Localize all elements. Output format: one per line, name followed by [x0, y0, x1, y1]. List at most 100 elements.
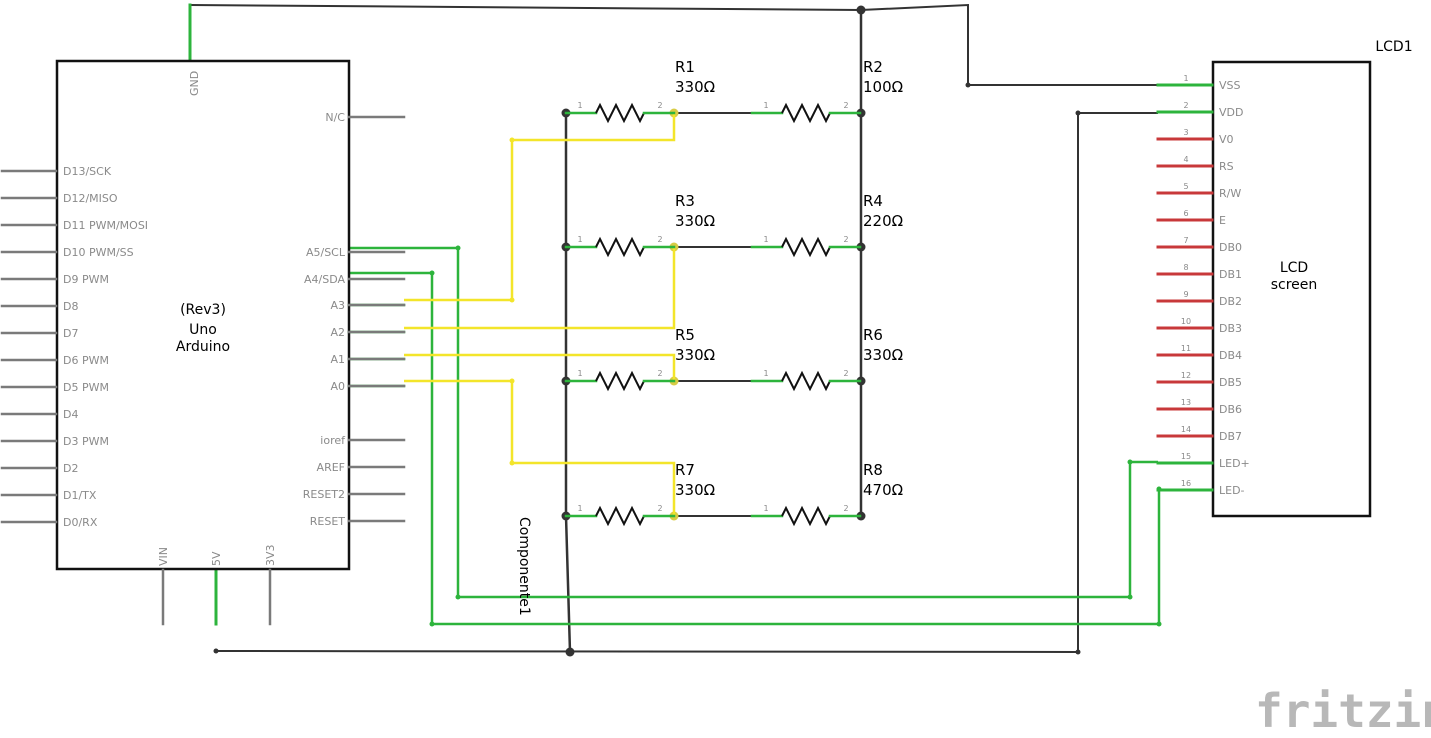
wire-a3 — [404, 113, 676, 302]
resistor-pin-number: 2 — [843, 235, 848, 244]
junction-yellow — [509, 460, 515, 466]
resistor-value-label: 470Ω — [863, 481, 903, 499]
arduino-pin-label: D10 PWM/SS — [63, 246, 134, 259]
resistor-r8 — [750, 505, 862, 527]
wire-left-bus-down — [564, 514, 572, 654]
junction-top — [856, 5, 866, 15]
lcd-pin-number: 15 — [1181, 452, 1191, 461]
arduino-name: Arduino — [176, 339, 230, 355]
arduino-pin-label: A3 — [330, 299, 345, 312]
resistor-pin-number: 2 — [657, 101, 662, 110]
resistor-pin-number: 2 — [657, 369, 662, 378]
lcd-pin-label: DB3 — [1219, 322, 1242, 335]
wire-a2 — [404, 247, 676, 330]
lcd-pin-label: RS — [1219, 160, 1234, 173]
resistor-r6-zigzag — [781, 370, 831, 392]
lcd-pin-number: 9 — [1183, 290, 1188, 299]
resistor-value-label: 330Ω — [675, 346, 715, 364]
resistor-pin-number: 1 — [577, 504, 582, 513]
lcd-name: LCD — [1280, 260, 1308, 276]
resistor-r7-zigzag — [595, 505, 645, 527]
lcd-body — [1211, 60, 1372, 518]
lcd-pin-label: V0 — [1219, 133, 1234, 146]
arduino-pin-label: ioref — [320, 434, 346, 447]
arduino-pin-label: D13/SCK — [63, 165, 112, 178]
lcd-pin-label: VSS — [1219, 79, 1241, 92]
junction-green — [1156, 621, 1162, 627]
resistor-r3 — [564, 236, 676, 258]
lcd-pin-number: 2 — [1183, 101, 1188, 110]
junction-green — [455, 245, 461, 251]
lcd-pin-number: 12 — [1181, 371, 1191, 380]
arduino-pin-label: VIN — [157, 547, 170, 566]
lcd-pin-label: DB1 — [1219, 268, 1242, 281]
lcd-pin-label: DB7 — [1219, 430, 1242, 443]
resistor-value-label: 330Ω — [675, 212, 715, 230]
lcd-pin-number: 14 — [1181, 425, 1191, 434]
junction-vdd-bottom — [1075, 649, 1081, 655]
arduino-pin-label: 3V3 — [264, 544, 277, 566]
resistor-value-label: 330Ω — [675, 78, 715, 96]
resistor-r7 — [564, 505, 676, 527]
resistor-pin-number: 1 — [763, 369, 768, 378]
fritzing-logo: fritzing — [1255, 684, 1431, 738]
junction-green — [1127, 459, 1133, 465]
lcd-name: screen — [1271, 277, 1318, 293]
arduino-pin-label: 5V — [210, 551, 223, 566]
arduino-pin-label: GND — [188, 71, 201, 96]
resistor-pin-number: 1 — [763, 235, 768, 244]
resistor-r8-zigzag — [781, 505, 831, 527]
resistor-pin-number: 2 — [657, 504, 662, 513]
resistor-r6 — [750, 370, 862, 392]
lcd-pin-label: DB2 — [1219, 295, 1242, 308]
arduino-name: Uno — [189, 322, 217, 338]
resistor-ref-label: R8 — [863, 461, 883, 479]
junction-5v — [213, 648, 219, 654]
arduino-pin-label: AREF — [317, 461, 345, 474]
resistor-pin-number: 1 — [763, 504, 768, 513]
arduino-pin-label: RESET2 — [303, 488, 345, 501]
resistor-r5 — [564, 370, 676, 392]
junction-vdd — [1075, 110, 1081, 116]
lcd-pin-number: 3 — [1183, 128, 1188, 137]
lcd-pin-label: DB4 — [1219, 349, 1242, 362]
arduino-pin-label: D8 — [63, 300, 78, 313]
resistor-value-label: 100Ω — [863, 78, 903, 96]
junction-yellow — [509, 137, 515, 143]
junction-green — [429, 270, 435, 276]
arduino-pin-label: N/C — [325, 111, 345, 124]
arduino-pin-label: D3 PWM — [63, 435, 109, 448]
resistor-value-label: 330Ω — [675, 481, 715, 499]
lcd-pin-number: 11 — [1181, 344, 1191, 353]
wire-gnd-top — [189, 3, 1158, 86]
resistor-pin-number: 1 — [577, 369, 582, 378]
resistor-value-label: 220Ω — [863, 212, 903, 230]
lcd-pin-label: R/W — [1219, 187, 1241, 200]
resistor-value-label: 330Ω — [863, 346, 903, 364]
resistor-r2 — [750, 102, 862, 124]
arduino-pin-label: D6 PWM — [63, 354, 109, 367]
arduino-pin-label: D1/TX — [63, 489, 97, 502]
lcd-pin-label: DB0 — [1219, 241, 1242, 254]
arduino-pin-label: D9 PWM — [63, 273, 109, 286]
arduino-pin-label: A4/SDA — [304, 273, 345, 286]
arduino-pin-label: A0 — [330, 380, 345, 393]
lcd-pin-number: 7 — [1183, 236, 1188, 245]
component-label: Componente1 — [516, 517, 532, 616]
resistor-r4-zigzag — [781, 236, 831, 258]
resistor-pin-number: 2 — [843, 101, 848, 110]
arduino-name: (Rev3) — [180, 302, 226, 318]
arduino-body — [55, 59, 351, 571]
arduino-pin-label: D0/RX — [63, 516, 98, 529]
resistor-pin-number: 1 — [763, 101, 768, 110]
lcd-pin-number: 13 — [1181, 398, 1191, 407]
resistor-ref-label: R7 — [675, 461, 695, 479]
arduino-pin-label: D7 — [63, 327, 78, 340]
resistor-pin-number: 1 — [577, 235, 582, 244]
arduino-pin-label: A1 — [330, 353, 345, 366]
lcd-pin-number: 6 — [1183, 209, 1188, 218]
wire-sda-ledminus — [349, 271, 1161, 626]
junction-yellow — [509, 297, 515, 303]
lcd-pin-number: 5 — [1183, 182, 1188, 191]
